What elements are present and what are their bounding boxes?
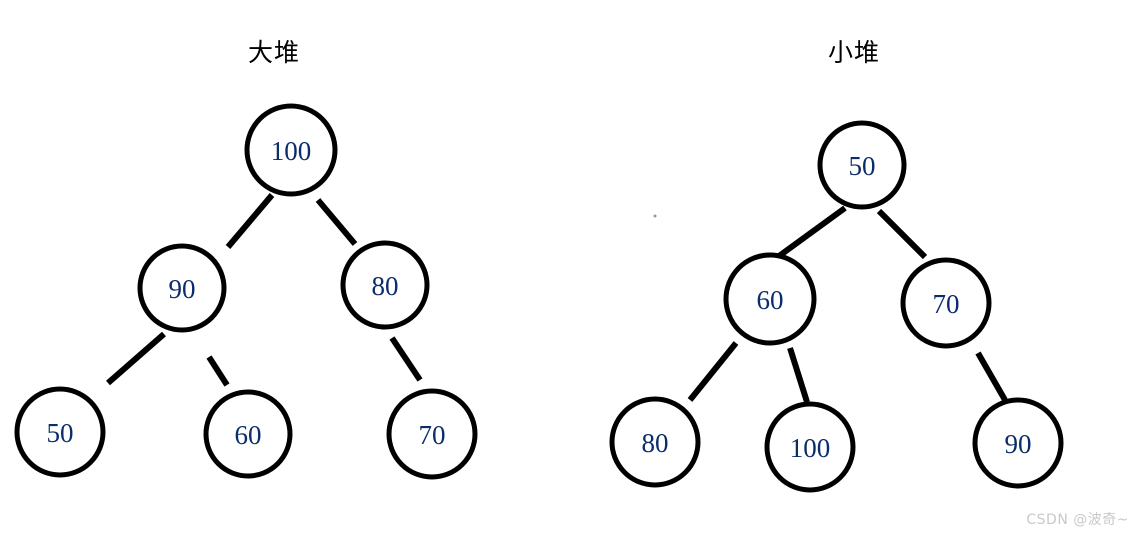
tree-node[interactable]: 50 xyxy=(817,120,907,210)
min-heap-title: 小堆 xyxy=(828,38,881,67)
tree-node[interactable]: 80 xyxy=(340,240,430,330)
node-value: 70 xyxy=(933,289,960,319)
node-circle xyxy=(14,386,106,478)
node-circle xyxy=(609,396,701,488)
node-value: 60 xyxy=(757,285,784,315)
node-value: 90 xyxy=(1005,429,1032,459)
node-value: 50 xyxy=(47,418,74,448)
node-value: 60 xyxy=(235,420,262,450)
tree-edge xyxy=(975,351,1008,402)
tree-node[interactable]: 60 xyxy=(723,252,817,346)
node-value: 80 xyxy=(642,428,669,458)
tree-edge xyxy=(876,208,928,260)
tree-node[interactable]: 80 xyxy=(609,396,701,488)
node-value: 100 xyxy=(271,136,312,166)
node-circle xyxy=(764,401,856,493)
tree-node[interactable]: 90 xyxy=(972,397,1064,489)
node-value: 90 xyxy=(169,274,196,304)
node-value: 100 xyxy=(790,433,831,463)
tree-node[interactable]: 100 xyxy=(764,401,856,493)
stray-dot xyxy=(653,214,657,218)
tree-node[interactable]: 60 xyxy=(203,389,293,479)
node-circle xyxy=(137,243,227,333)
tree-edge xyxy=(787,347,810,403)
tree-edge xyxy=(106,331,166,386)
tree-edge xyxy=(389,336,423,382)
node-circle xyxy=(244,103,338,197)
node-circle xyxy=(723,252,817,346)
node-value: 50 xyxy=(849,151,876,181)
node-circle xyxy=(203,389,293,479)
node-value: 80 xyxy=(372,271,399,301)
tree-node[interactable]: 70 xyxy=(900,257,992,349)
node-circle xyxy=(340,240,430,330)
artifacts-layer xyxy=(653,214,657,218)
edges-layer xyxy=(106,193,1008,403)
csdn-watermark: CSDN @波奇~ xyxy=(1026,512,1129,528)
tree-edge xyxy=(225,193,275,249)
tree-node[interactable]: 90 xyxy=(137,243,227,333)
tree-edge xyxy=(315,198,358,246)
max-heap-title: 大堆 xyxy=(248,38,301,67)
tree-edge xyxy=(206,355,230,387)
tree-edge xyxy=(777,205,847,259)
node-circle xyxy=(972,397,1064,489)
node-circle xyxy=(386,388,478,480)
tree-node[interactable]: 50 xyxy=(14,386,106,478)
nodes-layer: 100 90 80 50 60 70 50 60 70 80 100 90 xyxy=(14,103,1064,493)
tree-node[interactable]: 70 xyxy=(386,388,478,480)
node-circle xyxy=(817,120,907,210)
tree-edge xyxy=(687,341,739,402)
tree-node[interactable]: 100 xyxy=(244,103,338,197)
node-circle xyxy=(900,257,992,349)
node-value: 70 xyxy=(419,420,446,450)
